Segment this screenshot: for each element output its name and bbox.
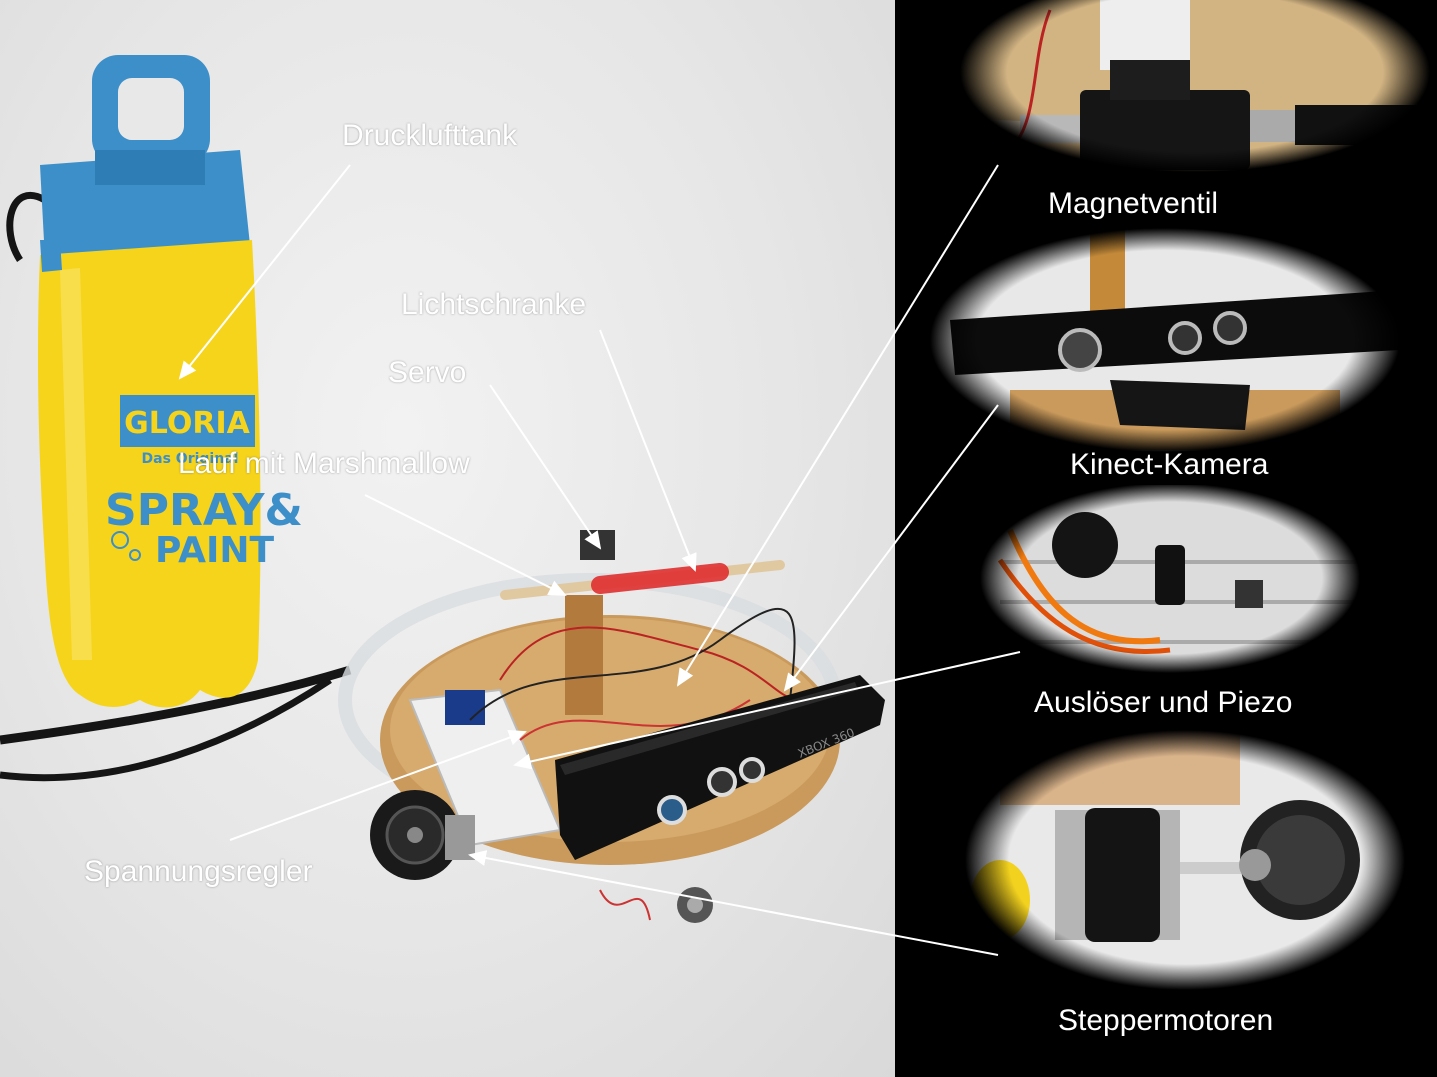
label-steppermotoren: Steppermotoren bbox=[1058, 1004, 1274, 1037]
arrow-ausloeser bbox=[513, 651, 1021, 770]
detail-ausloeser bbox=[975, 485, 1365, 675]
arrow-spannung bbox=[229, 729, 527, 841]
push-button-icon bbox=[1235, 580, 1263, 608]
label-lauf-mit-marshmallow: Lauf mit Marshmallow bbox=[178, 447, 470, 480]
callout-arrows bbox=[178, 164, 1021, 956]
label-spannungsregler: Spannungsregler bbox=[84, 855, 313, 888]
robot: XBOX 360 bbox=[338, 530, 885, 923]
arrow-servo bbox=[489, 384, 602, 550]
arrow-kinect bbox=[783, 404, 999, 692]
arrow-lauf bbox=[364, 494, 567, 596]
arrow-stepper bbox=[468, 850, 999, 956]
detail-stepper bbox=[965, 730, 1405, 990]
detail-kinect bbox=[930, 228, 1400, 453]
label-drucklufttank: Drucklufttank bbox=[342, 119, 518, 152]
tank-product-text-2: PAINT bbox=[155, 530, 274, 571]
label-servo: Servo bbox=[388, 356, 467, 389]
tank-logo-subtext: Das Original bbox=[142, 451, 239, 467]
tank-logo-text: GLORIA bbox=[124, 406, 250, 441]
label-kinect-kamera: Kinect-Kamera bbox=[1070, 448, 1269, 481]
tank-product-text-1: SPRAY& bbox=[105, 485, 303, 536]
detail-magnetventil bbox=[959, 0, 1435, 175]
arrow-druckluft bbox=[178, 164, 351, 380]
arrow-magnetventil bbox=[676, 164, 999, 687]
label-magnetventil: Magnetventil bbox=[1048, 187, 1219, 220]
pressure-tank: GLORIA Das Original SPRAY& PAINT bbox=[0, 55, 352, 782]
label-lichtschranke: Lichtschranke bbox=[401, 288, 587, 321]
arrow-lichtschranke bbox=[599, 329, 697, 572]
label-ausloeser-und-piezo: Auslöser und Piezo bbox=[1034, 686, 1293, 719]
